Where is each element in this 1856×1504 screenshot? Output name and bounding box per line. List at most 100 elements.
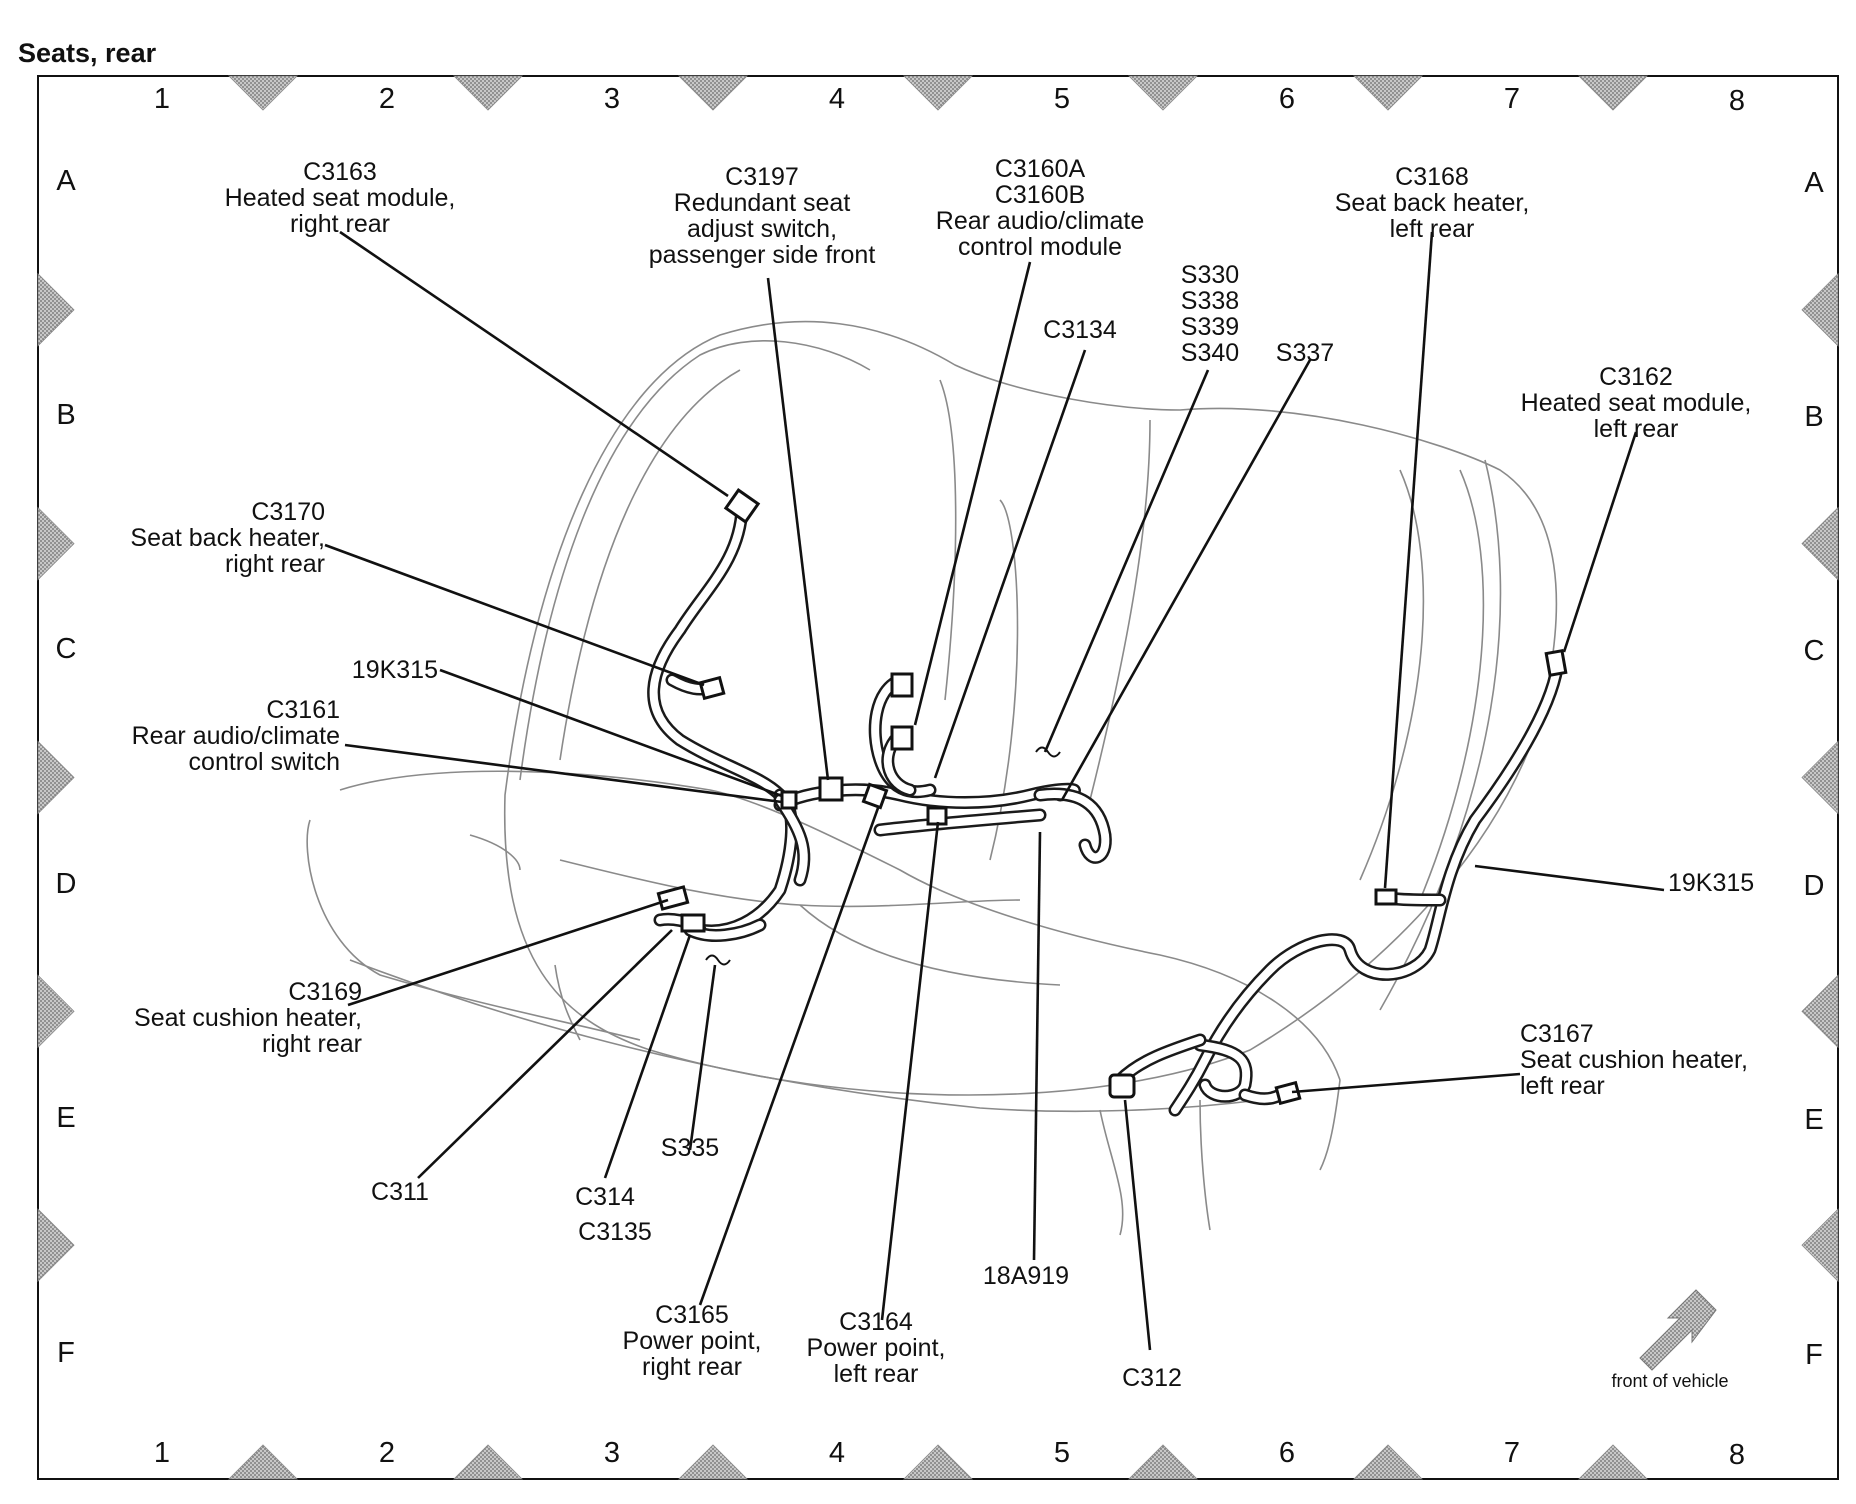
svg-text:C3165: C3165	[655, 1301, 729, 1329]
svg-text:C3161: C3161	[266, 696, 340, 724]
svg-text:19K315: 19K315	[352, 656, 438, 684]
callout-c3167: C3167 Seat cushion heater, left rear	[1520, 1020, 1748, 1100]
front-of-vehicle-indicator: front of vehicle	[1611, 1289, 1729, 1391]
grid-marker	[678, 1444, 748, 1480]
grid-marker	[37, 1208, 75, 1283]
grid-marker	[37, 506, 75, 581]
column-label: 2	[379, 83, 395, 115]
column-label: 5	[1054, 1437, 1070, 1469]
rear-seat-outline	[306, 320, 1558, 1236]
grid-marker	[1578, 75, 1648, 111]
callout-c3161: C3161 Rear audio/climate control switch	[132, 696, 340, 776]
row-label: F	[1805, 1339, 1823, 1371]
callout-c3169: C3169 Seat cushion heater, right rear	[134, 978, 362, 1058]
svg-text:C3169: C3169	[288, 978, 362, 1006]
callout-c3134: C3134	[1043, 316, 1117, 344]
svg-text:control switch: control switch	[189, 748, 340, 776]
callout-c3197: C3197 Redundant seat adjust switch, pass…	[649, 163, 876, 269]
grid-markers	[37, 75, 1839, 1480]
connector-c3165	[861, 782, 889, 810]
row-label: A	[1804, 167, 1824, 199]
svg-text:C3168: C3168	[1395, 163, 1469, 191]
grid-marker	[1353, 1444, 1423, 1480]
grid-marker	[37, 740, 75, 815]
row-label: D	[1804, 870, 1825, 902]
svg-text:Power point,: Power point,	[807, 1334, 946, 1362]
svg-text:Seat cushion heater,: Seat cushion heater,	[1520, 1046, 1748, 1074]
connector-c3197	[818, 776, 844, 802]
column-label: 2	[379, 1437, 395, 1469]
svg-text:C3167: C3167	[1520, 1020, 1594, 1048]
row-label: C	[56, 633, 77, 665]
column-label: 4	[829, 83, 845, 115]
grid-marker	[453, 1444, 523, 1480]
callout-s337: S337	[1276, 339, 1334, 367]
connector-c3163	[723, 488, 761, 524]
callout-c3160: C3160A C3160B Rear audio/climate control…	[936, 155, 1144, 261]
connector-c3167	[1274, 1080, 1302, 1106]
grid-marker	[453, 75, 523, 111]
grid-marker	[1801, 272, 1839, 347]
callout-c311: C311	[371, 1178, 429, 1206]
svg-text:C3135: C3135	[578, 1218, 652, 1246]
grid-marker	[1801, 506, 1839, 581]
svg-text:right rear: right rear	[290, 210, 390, 238]
grid-marker	[1353, 75, 1423, 111]
svg-text:S339: S339	[1181, 313, 1239, 341]
row-label: B	[56, 399, 75, 431]
grid-marker	[678, 75, 748, 111]
callout-s335: S335	[661, 1134, 719, 1162]
row-label: C	[1804, 635, 1825, 667]
svg-text:left rear: left rear	[834, 1360, 919, 1388]
connector-c3170	[698, 675, 726, 701]
grid-marker	[903, 75, 973, 111]
svg-text:Redundant seat: Redundant seat	[674, 189, 851, 217]
column-labels-top: 1 2 3 4 5 6 7 8	[154, 83, 1745, 117]
svg-text:Rear audio/climate: Rear audio/climate	[132, 722, 340, 750]
svg-text:Seat cushion heater,: Seat cushion heater,	[134, 1004, 362, 1032]
callout-19k315-left: 19K315	[352, 656, 438, 684]
svg-text:adjust switch,: adjust switch,	[687, 215, 837, 243]
splice-symbol	[705, 954, 731, 966]
svg-text:18A919: 18A919	[983, 1262, 1069, 1290]
svg-text:C3134: C3134	[1043, 316, 1117, 344]
column-label: 1	[154, 83, 170, 115]
column-label: 5	[1054, 83, 1070, 115]
column-label: 7	[1504, 1437, 1520, 1469]
svg-text:C314: C314	[575, 1183, 635, 1211]
connector-c3164	[926, 806, 948, 826]
connector-c3168	[1374, 888, 1398, 906]
svg-text:Rear audio/climate: Rear audio/climate	[936, 207, 1144, 235]
column-label: 8	[1729, 85, 1745, 117]
svg-text:C3164: C3164	[839, 1308, 913, 1336]
column-label: 8	[1729, 1439, 1745, 1471]
front-of-vehicle-label: front of vehicle	[1611, 1371, 1728, 1391]
column-label: 6	[1279, 83, 1295, 115]
row-labels-left: A B C D E F	[56, 165, 77, 1369]
svg-text:C3160B: C3160B	[995, 181, 1085, 209]
column-label: 1	[154, 1437, 170, 1469]
harness-19k315-left	[647, 501, 1112, 942]
svg-text:C3197: C3197	[725, 163, 799, 191]
grid-marker	[228, 1444, 298, 1480]
column-label: 6	[1279, 1437, 1295, 1469]
harness-19k315-right	[1113, 653, 1565, 1117]
grid-marker	[1128, 75, 1198, 111]
row-labels-right: A B C D E F	[1804, 167, 1825, 1371]
grid-marker	[1578, 1444, 1648, 1480]
row-label: B	[1804, 401, 1823, 433]
grid-marker	[37, 974, 75, 1049]
splice-symbol	[1035, 746, 1061, 758]
column-label: 3	[604, 1437, 620, 1469]
callout-c3164: C3164 Power point, left rear	[807, 1308, 946, 1388]
svg-text:passenger side front: passenger side front	[649, 241, 876, 269]
grid-marker	[903, 1444, 973, 1480]
grid-marker	[1801, 740, 1839, 815]
connector-c3162	[1544, 649, 1568, 677]
connector-c3169	[656, 885, 690, 911]
leader-lines	[324, 230, 1665, 1351]
connector-c314	[680, 913, 706, 933]
front-arrow-icon	[1639, 1289, 1717, 1371]
connector-c3161	[780, 790, 798, 810]
